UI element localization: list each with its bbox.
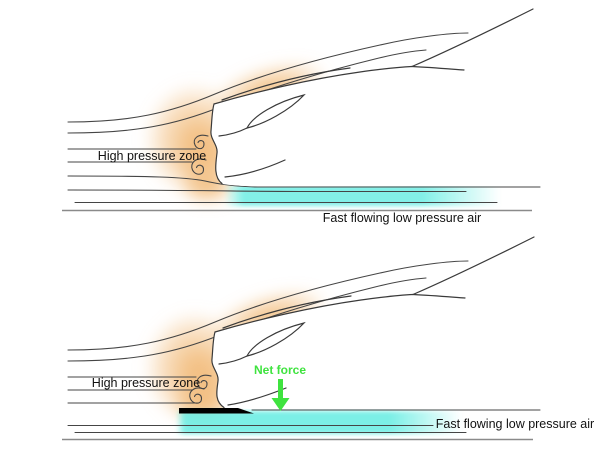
car-cowl-line	[411, 65, 465, 71]
net-force-arrow-icon	[271, 398, 290, 411]
car-nose-face	[210, 103, 223, 185]
car-windshield-line	[412, 236, 535, 296]
diagram-without-splitter: High pressure zone Fast flowing low pres…	[62, 8, 541, 225]
car-cowl-line	[412, 293, 466, 299]
car-hood-crease	[222, 295, 352, 329]
car-windshield-line	[411, 8, 534, 68]
diagram-with-splitter: Net force High pressure zone Fast flowin…	[62, 236, 594, 441]
car-body-fill	[210, 9, 541, 187]
splitter-bar	[179, 408, 254, 414]
net-force-annotation: Net force	[254, 363, 306, 411]
car-hood-line	[213, 65, 413, 105]
car-hood-crease	[221, 67, 351, 101]
streamlines	[67, 32, 541, 204]
fender-crease	[218, 355, 248, 365]
car-nose-face	[211, 331, 225, 409]
low-pressure-band	[176, 411, 462, 434]
car-hood-line	[214, 293, 414, 333]
low-pressure-band	[224, 185, 500, 206]
fender-crease	[218, 127, 248, 137]
car-outline	[210, 8, 534, 185]
high-pressure-label: High pressure zone	[98, 149, 206, 163]
car-outline	[211, 236, 535, 409]
low-pressure-label: Fast flowing low pressure air	[436, 417, 594, 431]
net-force-arrow-stem	[278, 379, 283, 400]
vortex-curl-icons	[191, 134, 209, 175]
high-pressure-label: High pressure zone	[92, 376, 200, 390]
net-force-label: Net force	[254, 363, 306, 377]
car-body-fill	[211, 237, 541, 409]
wheel-arch-line	[224, 159, 286, 178]
low-pressure-label: Fast flowing low pressure air	[323, 211, 481, 225]
vortex-curl-icons	[189, 374, 212, 404]
